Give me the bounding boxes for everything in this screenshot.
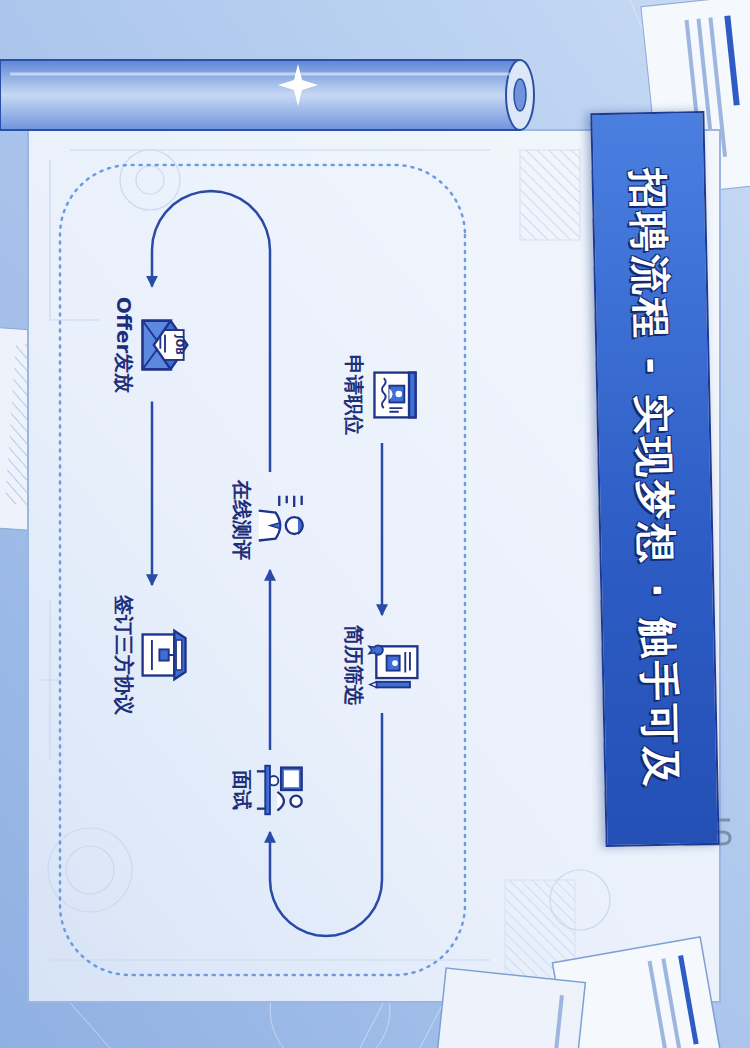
step-label: Offer发放 [111, 297, 137, 394]
flow-connector [152, 191, 270, 472]
step-icon [255, 492, 311, 548]
flow-connector [151, 402, 154, 586]
flow-connector [381, 443, 384, 615]
icon-text: JOB [173, 335, 185, 355]
step-icon [367, 637, 423, 693]
step-icon [367, 367, 423, 423]
step-icon [137, 317, 193, 373]
step-label: 申请职位 [341, 355, 367, 435]
step-label: 简历筛选 [341, 625, 367, 705]
paper-roll [0, 60, 534, 130]
process-step: 简历筛选 [337, 617, 427, 713]
step-label: 面试 [229, 758, 255, 822]
process-step: 签订三方协议 [107, 587, 197, 723]
title-text: 招聘流程 - 实现梦想 · 触手可及 [621, 168, 689, 791]
flow-connector [269, 570, 272, 750]
title-banner: 招聘流程 - 实现梦想 · 触手可及 [590, 111, 719, 847]
step-label: 在线测评 [229, 480, 255, 560]
step-icon [255, 762, 311, 818]
process-step: Offer发放 JOB [107, 289, 197, 402]
process-step: 面试 [225, 750, 315, 830]
bottom-papers [434, 937, 725, 1048]
dotted-track [60, 165, 465, 975]
process-step: 申请职位 [337, 347, 427, 443]
step-icon [137, 627, 193, 683]
blueprint-lines [38, 150, 610, 980]
flow-connector [270, 713, 382, 936]
step-label: 签订三方协议 [111, 595, 137, 715]
process-step: 在线测评 [225, 472, 315, 568]
sparkle-star [278, 64, 318, 106]
